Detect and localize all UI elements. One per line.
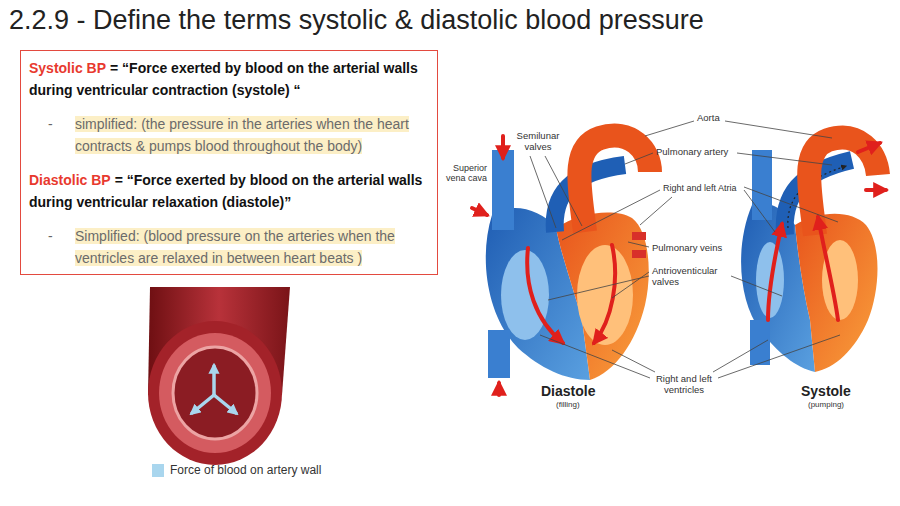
- valve-label: Antrioventicular valves: [652, 266, 728, 288]
- heart-diastole: [556, 213, 649, 380]
- phase-subtitle: (filling): [556, 400, 580, 409]
- heart-diastole: [492, 150, 514, 230]
- leader-lines: [540, 335, 650, 378]
- vessel-label: Pulmonary artery: [656, 147, 728, 158]
- heart-systole: [750, 320, 770, 365]
- leader-lines: [612, 350, 655, 372]
- heart-systole: [818, 217, 838, 320]
- heart-diastole: [472, 208, 487, 215]
- heart-systole: [768, 143, 886, 320]
- heart-diastole: [577, 245, 633, 345]
- artery-drawing: [173, 347, 257, 439]
- definition-row: Diastolic BP= “Force exerted by blood on…: [29, 169, 423, 213]
- artery-drawing: [148, 321, 282, 465]
- definition-box: Systolic BP= “Force exerted by blood on …: [20, 50, 438, 275]
- term-name: Diastolic BP: [29, 172, 111, 188]
- phase-subtitle: (pumping): [808, 400, 844, 409]
- heart-diastole: [527, 248, 563, 343]
- legend-entry: Force of blood on artery wall: [152, 463, 321, 477]
- phase-title: Diastole: [541, 383, 595, 399]
- simplified-row: -Simplified: (blood pressure on the arte…: [29, 225, 423, 269]
- heart-systole: [741, 138, 886, 372]
- leader-lines: [731, 276, 782, 296]
- box-content: Systolic BP= “Force exerted by blood on …: [21, 51, 437, 273]
- artery-drawing: [159, 333, 271, 453]
- heart-diastole: [497, 383, 501, 395]
- leader-lines: [713, 340, 768, 372]
- valve-label: Semilunar valves: [511, 131, 565, 153]
- phase-title: Systole: [801, 383, 851, 399]
- force-arrows: [192, 366, 236, 413]
- bullet-dash: -: [48, 113, 53, 135]
- heart-diastole: [501, 136, 505, 158]
- simplified-row: -simplified: (the pressure in the arteri…: [29, 113, 423, 157]
- leader-lines: [548, 276, 649, 300]
- chamber-label: Right and left ventricles: [650, 374, 718, 396]
- force-arrows: [212, 366, 216, 395]
- heart-systole: [768, 224, 782, 320]
- heart-systole: [795, 214, 878, 372]
- leader-lines: [612, 272, 649, 298]
- leader-lines: [545, 156, 582, 226]
- leader-lines: [737, 153, 832, 165]
- artery-drawing: [148, 287, 290, 465]
- heart-diastole: [579, 136, 650, 232]
- simplified-note: simplified: (the pressure in the arterie…: [75, 116, 409, 154]
- vessel-label: Aorta: [697, 113, 720, 124]
- vessel-label: Superior vena cava: [443, 163, 487, 184]
- simplified-note: Simplified: (blood pressure on the arter…: [75, 228, 395, 266]
- leader-lines: [640, 197, 672, 225]
- legend-label: Force of blood on artery wall: [170, 463, 321, 477]
- force-arrows: [192, 395, 214, 413]
- legend-swatch: [152, 464, 164, 477]
- heart-diastole: [632, 250, 646, 258]
- leader-lines: [530, 121, 840, 378]
- leader-lines: [725, 121, 832, 138]
- heart-diastole: [501, 250, 549, 340]
- leader-lines: [744, 187, 838, 222]
- leader-lines: [645, 121, 694, 136]
- leader-lines: [628, 242, 649, 247]
- leader-lines: [530, 156, 556, 228]
- heart-diastole: [594, 245, 615, 343]
- leader-lines: [562, 190, 660, 240]
- vessel-label: Pulmonary veins: [652, 243, 722, 254]
- force-arrows: [214, 395, 236, 413]
- heart-systole: [822, 240, 858, 320]
- leader-lines: [744, 190, 775, 232]
- bullet-dash: -: [48, 225, 53, 247]
- term-name: Systolic BP: [29, 60, 106, 76]
- heart-systole: [858, 143, 880, 152]
- chamber-label: Right and left Atria: [663, 183, 737, 193]
- heart-systole: [752, 150, 772, 220]
- heart-systole: [866, 188, 886, 192]
- leader-lines: [718, 335, 840, 378]
- slide-title: 2.2.9 - Define the terms systolic & dias…: [9, 5, 704, 36]
- definition-row: Systolic BP= “Force exerted by blood on …: [29, 57, 423, 101]
- heart-diastole: [632, 232, 646, 240]
- leader-lines: [625, 153, 653, 164]
- heart-diastole: [488, 330, 510, 378]
